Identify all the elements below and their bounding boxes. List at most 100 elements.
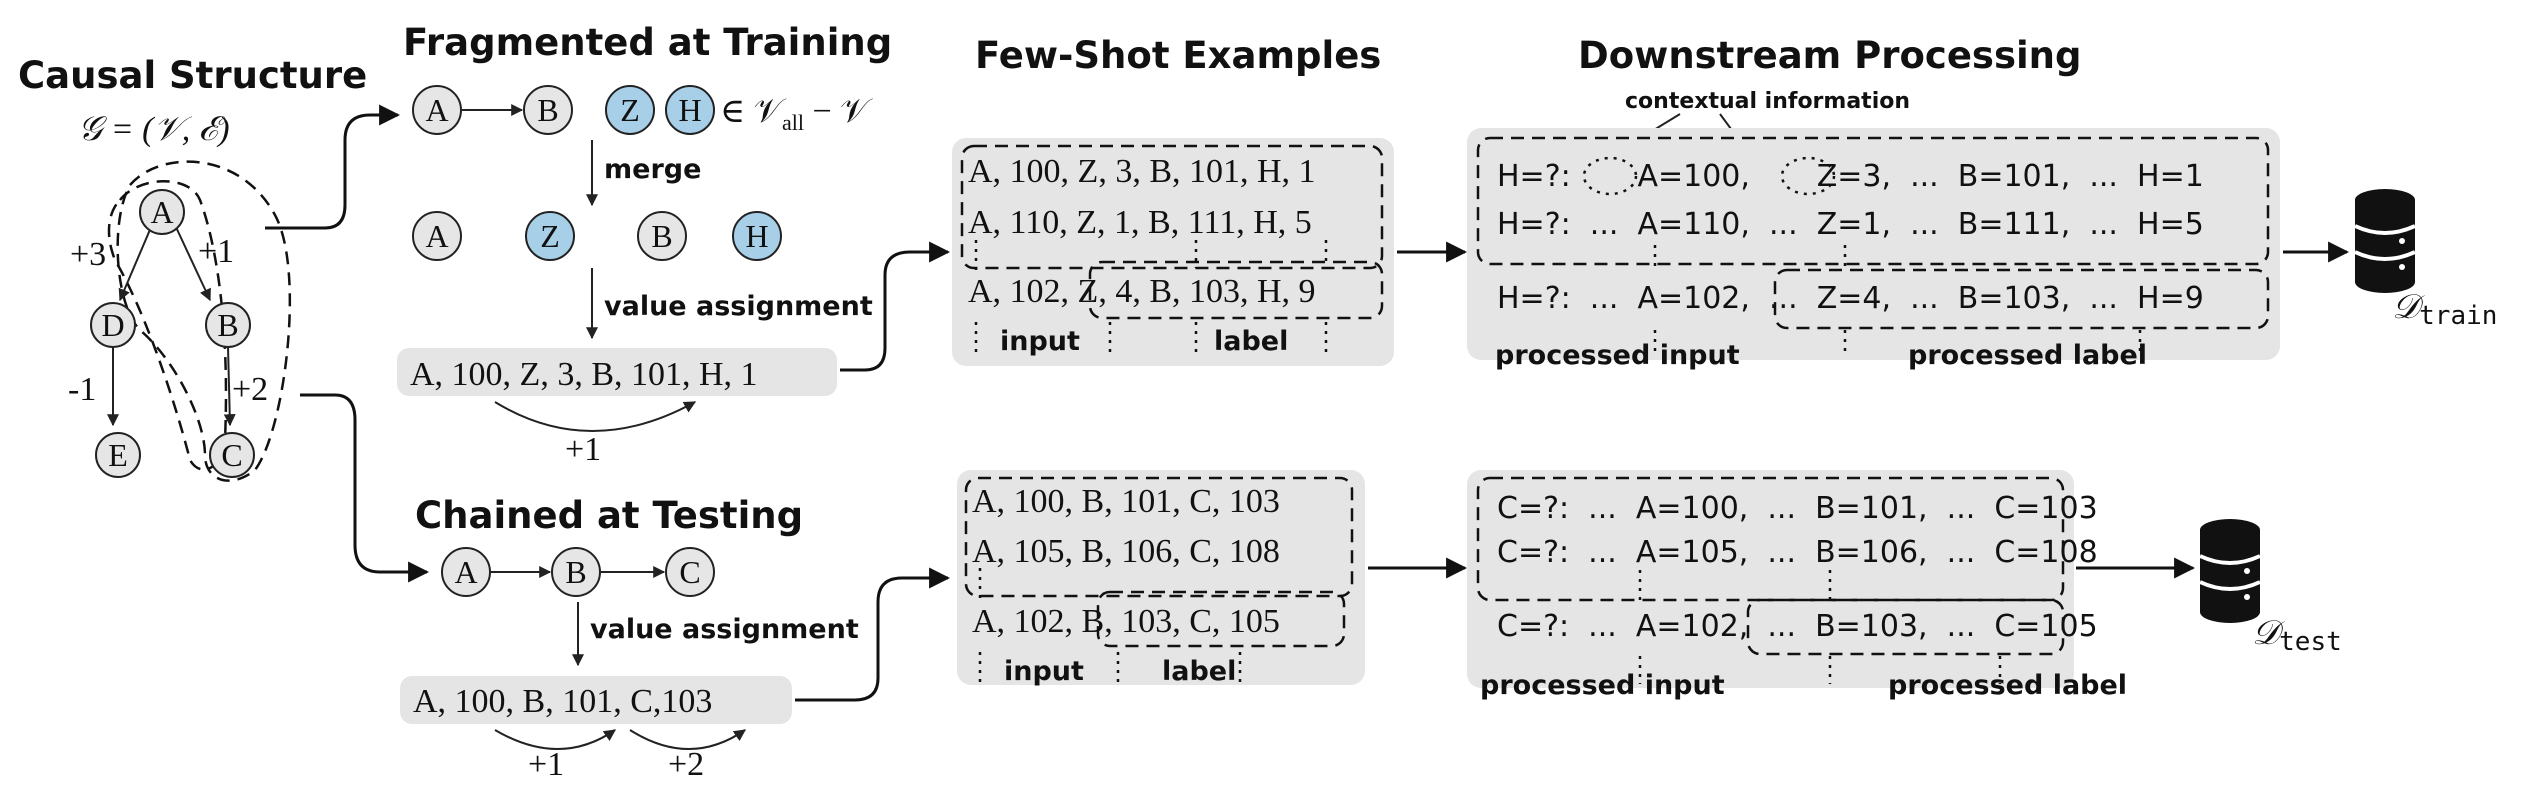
- fewshot-test-label-box: [1096, 590, 1346, 648]
- merged-node-a: A: [412, 211, 462, 261]
- fewshot-train-panel: [952, 138, 1394, 366]
- merged-node-b: B: [637, 211, 687, 261]
- fewshot-test-label-label: label: [1162, 656, 1236, 687]
- fragmented-section: Fragmented at Training A B Z H ∈ 𝒱all − …: [397, 21, 951, 468]
- dtrain-label: 𝒟train: [2392, 289, 2497, 331]
- svg-text:C: C: [221, 437, 242, 473]
- fewshot-test-input-label: input: [1004, 656, 1084, 687]
- downstream-section: Downstream Processing contextual informa…: [1467, 34, 2350, 701]
- flow-to-fewshot-test: [795, 567, 951, 702]
- downstream-test-row-1: C=?: ... A=100, ... B=101, ... C=103: [1497, 491, 2098, 526]
- svg-text:C: C: [679, 554, 700, 590]
- increment-arc-train: [494, 401, 697, 432]
- database-icon: [2354, 189, 2416, 293]
- edge-label-bc: +2: [232, 371, 268, 408]
- downstream-test-proc-label: processed label: [1888, 670, 2127, 701]
- fewshot-test-context-box: [964, 476, 1354, 598]
- frag-node-z: Z: [605, 85, 655, 135]
- fragmented-title: Fragmented at Training: [403, 21, 892, 64]
- downstream-train-panel: [1467, 128, 2280, 360]
- flow-to-chained: [300, 393, 430, 583]
- context-ellipse-2: [1780, 156, 1836, 196]
- causal-node-e: E: [95, 432, 141, 478]
- downstream-train-row-2: H=?: ... A=110, ... Z=1, ... B=111, ... …: [1497, 207, 2204, 242]
- chain-node-a: A: [441, 547, 491, 597]
- causal-node-b: B: [205, 302, 251, 348]
- svg-text:A: A: [425, 92, 448, 128]
- downstream-test-panel: [1467, 470, 2074, 688]
- causal-structure-title: Causal Structure: [18, 54, 367, 97]
- context-label: contextual information: [1625, 89, 1910, 114]
- fewshot-train-row-2: A, 110, Z, 1, B, 111, H, 5: [968, 204, 1312, 241]
- fewshot-train-row-3: A, 102, Z, 4, B, 103, H, 9: [968, 273, 1316, 310]
- svg-text:H: H: [745, 218, 768, 254]
- fewshot-train-input-label: input: [1000, 326, 1080, 357]
- svg-text:A: A: [454, 554, 477, 590]
- value-assignment-label-train: value assignment: [604, 291, 873, 322]
- edge-b-c: [223, 346, 236, 427]
- downstream-train-proc-label: processed label: [1908, 340, 2147, 371]
- downstream-test-label-box: [1746, 598, 2065, 656]
- increment-label-train: +1: [565, 431, 601, 468]
- train-sequence: A, 100, Z, 3, B, 101, H, 1: [410, 356, 758, 393]
- edge-a-b: [174, 224, 211, 302]
- downstream-train-row-3: H=?: ... A=102, ... Z=4, ... B=103, ... …: [1497, 281, 2204, 316]
- test-sequence-box: [400, 676, 792, 724]
- causal-node-c: C: [209, 432, 255, 478]
- edge-label-ad: +3: [70, 236, 106, 273]
- increment-label-test-2: +2: [668, 746, 704, 783]
- downstream-train-proc-input: processed input: [1495, 340, 1740, 371]
- increment-arc-test-1: [494, 729, 616, 750]
- svg-text:H: H: [678, 92, 701, 128]
- dtrain-output: 𝒟train: [2354, 189, 2497, 331]
- test-sequence: A, 100, B, 101, C,103: [413, 683, 712, 720]
- context-ellipse-1: [1582, 156, 1638, 196]
- causal-node-a: A: [139, 189, 185, 235]
- downstream-train-row-1: H=?: A=100, Z=3, ... B=101, ... H=1: [1497, 159, 2204, 194]
- chain-node-b: B: [551, 547, 601, 597]
- downstream-test-row-3: C=?: ... A=102, ... B=103, ... C=105: [1497, 609, 2098, 644]
- svg-text:A: A: [150, 194, 173, 230]
- fewshot-test-row-2: A, 105, B, 106, C, 108: [972, 533, 1280, 570]
- chained-section: Chained at Testing A B C value assignmen…: [400, 494, 951, 783]
- increment-label-test-1: +1: [528, 746, 564, 783]
- value-assignment-label-test: value assignment: [590, 614, 859, 645]
- frag-node-b: B: [523, 85, 573, 135]
- edge-label-de: -1: [68, 371, 96, 408]
- merged-node-h: H: [732, 211, 782, 261]
- downstream-test-proc-input: processed input: [1480, 670, 1725, 701]
- fewshot-section: Few-Shot Examples A, 100, Z, 3, B, 101, …: [952, 34, 1468, 687]
- dtest-label: 𝒟test: [2252, 615, 2342, 657]
- svg-text:A: A: [425, 218, 448, 254]
- flow-to-fragmented: [265, 104, 401, 230]
- frag-node-h: H: [665, 85, 715, 135]
- causal-structure-section: Causal Structure 𝒢 = (𝒱, ℰ) +3 +1 -1 +2 …: [18, 54, 430, 583]
- chained-title: Chained at Testing: [415, 494, 803, 537]
- downstream-test-row-2: C=?: ... A=105, ... B=106, ... C=108: [1497, 535, 2098, 570]
- merge-label: merge: [604, 154, 701, 185]
- dtest-output: 𝒟test: [2199, 519, 2342, 657]
- fewshot-test-panel: [957, 470, 1365, 685]
- fewshot-train-row-1: A, 100, Z, 3, B, 101, H, 1: [968, 153, 1316, 190]
- fewshot-train-label-box: [1088, 260, 1384, 320]
- downstream-title: Downstream Processing: [1578, 34, 2081, 77]
- svg-text:Z: Z: [540, 218, 560, 254]
- merged-node-z: Z: [525, 211, 575, 261]
- downstream-train-context-box: [1476, 136, 2270, 266]
- increment-arc-test-2: [629, 729, 746, 750]
- database-icon: [2199, 519, 2261, 623]
- downstream-train-label-box: [1773, 268, 2270, 330]
- set-membership: ∈ 𝒱all − 𝒱: [720, 93, 873, 135]
- fewshot-train-context-box: [960, 144, 1384, 270]
- flow-to-fewshot-train: [840, 241, 951, 372]
- train-sequence-box: [397, 348, 837, 396]
- graph-formula: 𝒢 = (𝒱, ℰ): [78, 111, 230, 148]
- svg-text:B: B: [651, 218, 672, 254]
- chain-node-c: C: [665, 547, 715, 597]
- svg-text:Z: Z: [620, 92, 640, 128]
- fewshot-train-label-label: label: [1214, 326, 1288, 357]
- fewshot-title: Few-Shot Examples: [975, 34, 1381, 77]
- edge-a-d: [118, 224, 153, 302]
- fewshot-test-row-1: A, 100, B, 101, C, 103: [972, 483, 1280, 520]
